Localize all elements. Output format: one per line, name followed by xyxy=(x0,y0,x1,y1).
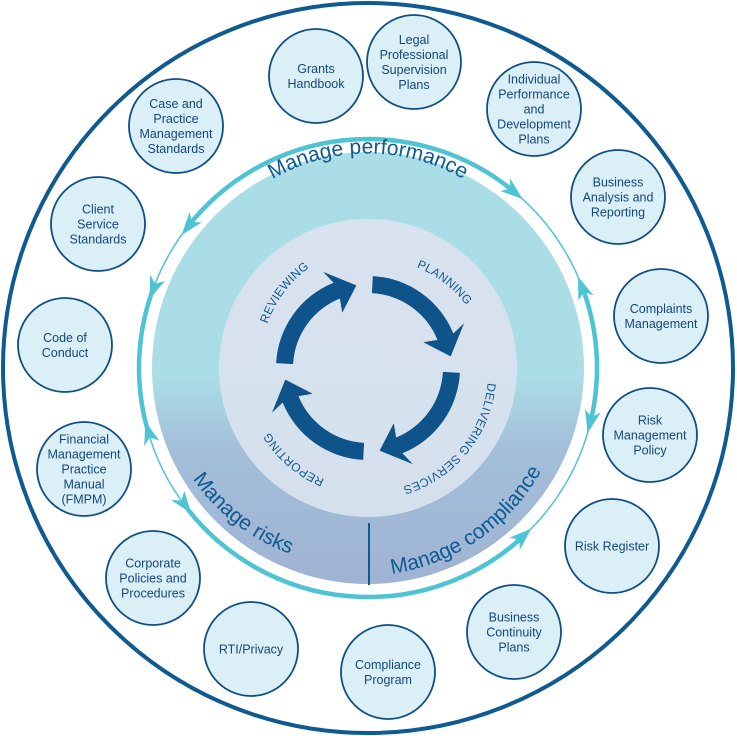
node-circle xyxy=(268,28,364,124)
node-label: (FMPM) xyxy=(61,493,106,507)
node-label: Corporate xyxy=(125,557,181,571)
cycle-ring-segment xyxy=(136,288,155,428)
node-circle xyxy=(36,421,132,517)
node-label: Development xyxy=(497,118,571,132)
cycle-ring-arrowhead-icon xyxy=(144,421,160,446)
cycle-ring-segment xyxy=(185,136,517,229)
node-label: Plans xyxy=(398,78,429,92)
cycle-ring-segment xyxy=(581,288,600,428)
node-circle xyxy=(602,387,698,483)
node-label: Management xyxy=(625,317,698,331)
node-circle xyxy=(128,78,224,174)
node-circle xyxy=(564,498,660,594)
node-label: Standards xyxy=(148,142,205,156)
node-label: Individual xyxy=(508,73,561,87)
framework-nodes: GrantsHandbookLegalProfessionalSupervisi… xyxy=(17,14,709,720)
node-circle xyxy=(50,176,146,272)
reviewing-arrow-icon xyxy=(276,271,357,365)
node-label: Manual xyxy=(64,478,105,492)
inner-disk xyxy=(219,219,517,517)
node-circle xyxy=(203,601,299,697)
node-label: Legal xyxy=(399,33,430,47)
node-label: Plans xyxy=(518,133,549,147)
node-circle xyxy=(466,584,562,680)
cycle-ring-arrowhead-icon xyxy=(149,274,165,300)
cycle-ring xyxy=(136,136,601,600)
node-circle xyxy=(570,149,666,245)
node-label: Client xyxy=(82,203,114,217)
node-label: Practice xyxy=(153,112,198,126)
node-label: and xyxy=(524,103,545,117)
node-label: Continuity xyxy=(486,626,542,640)
node-label: Program xyxy=(364,673,412,687)
node-label: Business xyxy=(593,176,644,190)
node-label: Grants xyxy=(297,62,335,76)
node-label: Risk xyxy=(638,414,663,428)
node-label: Compliance xyxy=(355,658,421,672)
node-circle xyxy=(17,297,113,393)
node-label: Management xyxy=(48,448,121,462)
node-label: Service xyxy=(77,218,119,232)
node-label: Management xyxy=(614,429,687,443)
node-circle xyxy=(366,14,462,110)
cycle-ring-arrowhead-icon xyxy=(585,409,601,434)
node-circle xyxy=(613,268,709,364)
node-label: Plans xyxy=(498,641,529,655)
node-label: Practice xyxy=(61,463,106,477)
node-label: Policies and xyxy=(119,572,186,586)
node-label: Performance xyxy=(498,88,570,102)
node-circle xyxy=(340,624,436,720)
node-label: Policy xyxy=(633,444,667,458)
reporting-arrow-icon xyxy=(271,379,365,460)
node-label: Procedures xyxy=(121,587,185,601)
node-label: Analysis and xyxy=(583,191,654,205)
node-label: Professional xyxy=(380,48,449,62)
node-rti-privacy: RTI/Privacy xyxy=(203,601,299,697)
cycle-ring-arrowhead-icon xyxy=(181,211,202,236)
node-label: Conduct xyxy=(42,346,89,360)
cycle-ring-arrowhead-icon xyxy=(500,178,523,200)
node-label: RTI/Privacy xyxy=(219,643,284,657)
cycle-ring-arrowhead-icon xyxy=(171,490,192,514)
cycle-ring-segment xyxy=(520,427,590,539)
node-label: Handbook xyxy=(288,77,346,91)
node-label: Standards xyxy=(70,233,127,247)
node-label: Code of xyxy=(43,331,87,345)
node-label: Financial xyxy=(59,433,109,447)
node-label: Business xyxy=(489,611,540,625)
node-label: Case and xyxy=(149,97,203,111)
node-label: Risk Register xyxy=(575,540,649,554)
node-label: Complaints xyxy=(630,302,693,316)
node-circle xyxy=(486,61,582,157)
planning-arrow-icon xyxy=(371,276,465,357)
cycle-arrows xyxy=(271,271,465,465)
delivering-arrow-icon xyxy=(379,371,460,465)
node-label: Management xyxy=(140,127,213,141)
node-label: Reporting xyxy=(591,206,645,220)
node-risk-register: Risk Register xyxy=(564,498,660,594)
cycle-ring-segment xyxy=(185,507,523,600)
node-circle xyxy=(105,530,201,626)
node-label: Supervision xyxy=(381,63,446,77)
cycle-ring-arrowhead-icon xyxy=(509,528,532,551)
cycle-ring-arrowhead-icon xyxy=(578,276,594,301)
